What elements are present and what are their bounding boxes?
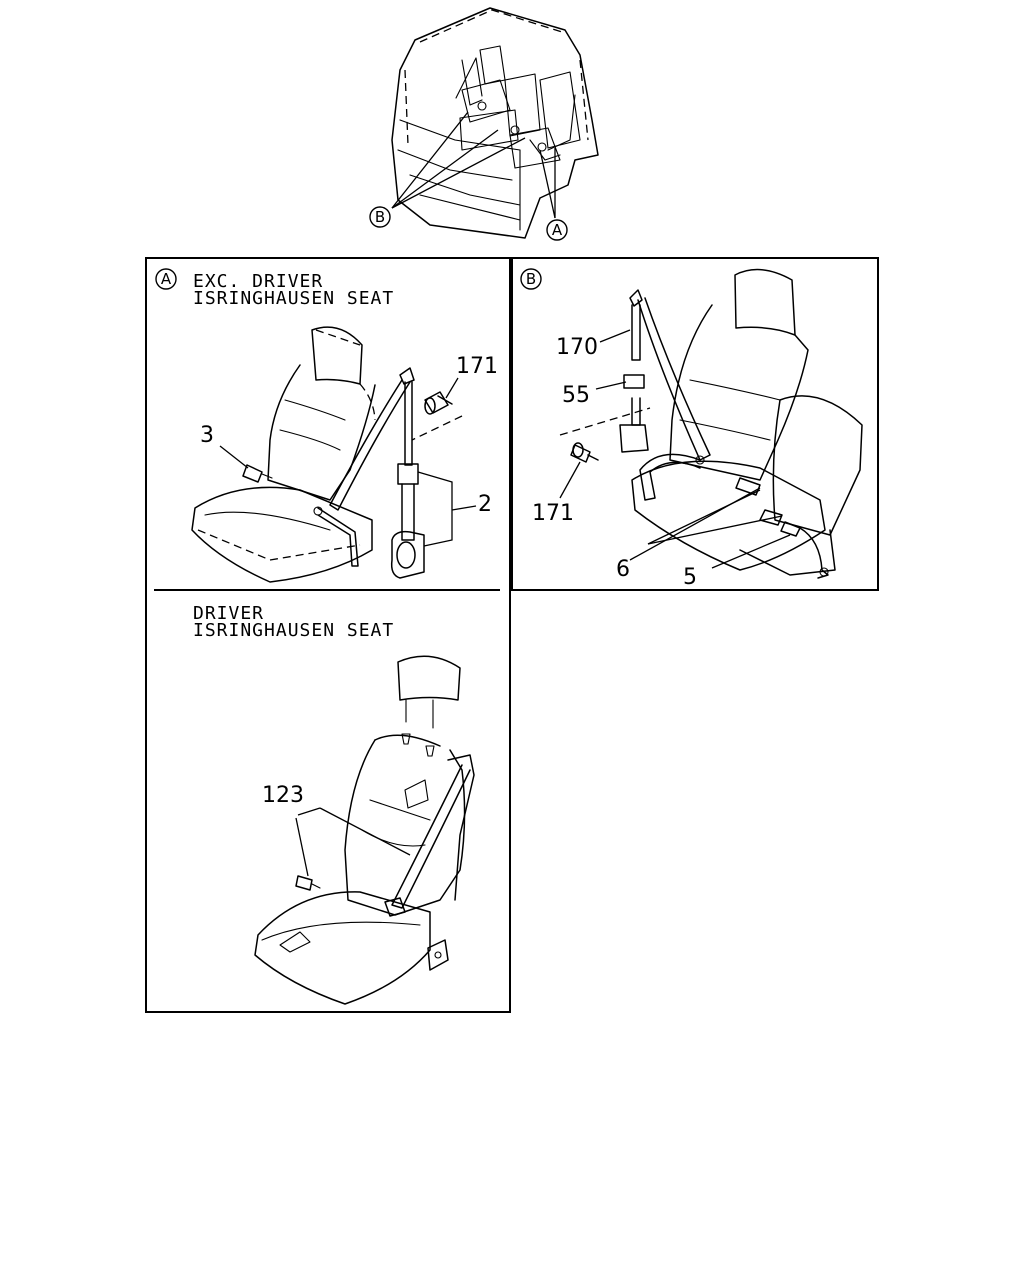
panel-b-callout-170: 170 <box>556 335 598 360</box>
panel-a-callout-171: 171 <box>456 354 498 379</box>
panel-a-leaders <box>219 377 477 547</box>
panel-driver-caption-line2: ISRINGHAUSEN SEAT <box>193 620 394 641</box>
panel-b-marker-label: B <box>526 270 536 288</box>
panel-a-caption-line1: EXC. DRIVER <box>193 271 323 292</box>
panel-a-callout-2: 2 <box>478 492 492 517</box>
panel-b-callout-5: 5 <box>683 565 697 590</box>
panel-b-marker: B <box>520 268 542 290</box>
panel-b-leaders <box>559 329 791 569</box>
overview-marker-b: B <box>369 206 391 228</box>
panel-frames <box>145 257 879 1013</box>
overview-marker-b-label: B <box>375 208 385 226</box>
panel-a-callout-3: 3 <box>200 423 214 448</box>
panel-b-callout-171: 171 <box>532 501 574 526</box>
panel-b-callout-55: 55 <box>562 383 590 408</box>
panel-b-seats-illustration <box>559 268 863 579</box>
panel-b-callout-6: 6 <box>616 557 630 582</box>
panel-driver-leaders <box>295 807 411 877</box>
panel-driver-callout-123: 123 <box>262 783 304 808</box>
cab-overview-illustration <box>391 7 599 239</box>
panel-a-marker: A <box>155 268 177 290</box>
overview-marker-a-label: A <box>552 221 563 239</box>
panel-driver-caption-line1: DRIVER <box>193 603 264 624</box>
overview-marker-a: A <box>546 219 568 241</box>
panel-driver-seat-illustration <box>254 655 475 1005</box>
panel-a-marker-label: A <box>161 270 172 288</box>
panel-a-seat-illustration <box>191 326 463 583</box>
panel-a-caption-line2: ISRINGHAUSEN SEAT <box>193 288 394 309</box>
